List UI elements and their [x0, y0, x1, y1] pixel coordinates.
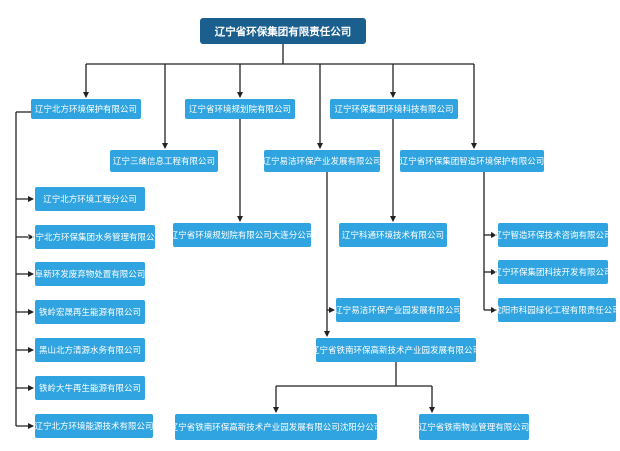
node-n21: 辽宁环保集团科技开发有限公司 — [494, 260, 613, 284]
root-company-box: 辽宁省环保集团有限责任公司 — [200, 18, 366, 44]
node-n14: 辽宁省环境规划院有限公司大连分公司 — [170, 223, 314, 247]
node-n20: 辽宁智造环保技术咨询有限公司 — [494, 223, 613, 247]
node-n2: 辽宁省环境规划院有限公司 — [185, 99, 295, 119]
node-n6: 辽宁省环保集团智造环境保护有限公司 — [400, 150, 544, 172]
node-n16: 辽宁易洁环保产业园发展有限公司 — [334, 298, 462, 322]
node-n1: 辽宁北方环境保护有限公司 — [31, 99, 141, 119]
node-n7: 辽宁北方环境工程分公司 — [35, 187, 145, 211]
node-n13: 辽宁北方环境能源技术有限公司 — [35, 414, 154, 438]
node-n22: 沈阳市科园绿化工程有限责任公司 — [493, 298, 620, 322]
node-n8: 辽宁北方环保集团水务管理有限公司 — [27, 225, 163, 249]
node-n12: 铁岭大牛再生能源有限公司 — [35, 376, 145, 400]
node-n17: 辽宁省铁南环保高新技术产业园发展有限公司 — [311, 338, 481, 362]
node-n9: 阜新环发废弃物处置有限公司 — [35, 262, 145, 286]
node-n18: 辽宁省铁南环保高新技术产业园发展有限公司沈阳分公司 — [170, 414, 382, 440]
node-n11: 黑山北方清源水务有限公司 — [35, 338, 145, 362]
node-n3: 辽宁环保集团环境科技有限公司 — [330, 99, 458, 119]
node-n10: 铁岭宏晟再生能源有限公司 — [35, 300, 145, 324]
node-n15: 辽宁科通环境技术有限公司 — [339, 223, 447, 247]
node-n19: 辽宁省铁南物业管理有限公司 — [419, 414, 529, 440]
node-n5: 辽宁易洁环保产业发展有限公司 — [263, 150, 382, 172]
node-n4: 辽宁三维信息工程有限公司 — [110, 150, 218, 172]
